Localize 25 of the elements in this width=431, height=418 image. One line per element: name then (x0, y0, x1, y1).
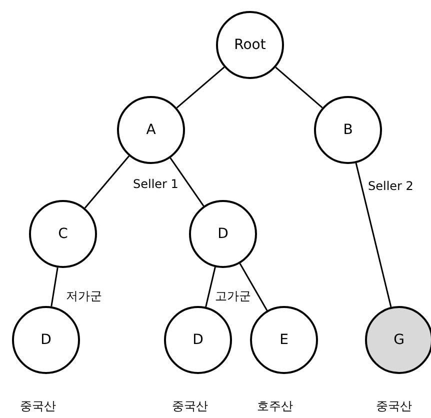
tree-node-circle: E (250, 306, 318, 374)
connector-line (275, 66, 323, 108)
connector-line (84, 155, 130, 209)
connector-line (170, 158, 204, 206)
node-caption: 호주산 (257, 398, 293, 415)
connector-line (239, 263, 268, 311)
connector-line (355, 162, 392, 308)
node-caption: 중국산 (172, 398, 208, 415)
node-caption: Seller 2 (368, 179, 414, 193)
node-caption: 중국산 (376, 398, 412, 415)
tree-node-circle: A (117, 96, 185, 164)
connector-line (50, 267, 58, 307)
tree-node-circle: D (12, 306, 80, 374)
tree-node-circle: B (314, 96, 382, 164)
node-caption: 중국산 (20, 398, 56, 415)
tree-node-circle: D (189, 200, 257, 268)
tree-node-circle: Root (216, 11, 284, 79)
connector-line (205, 266, 216, 308)
node-caption: Seller 1 (133, 177, 178, 191)
tree-node-circle: D (164, 306, 232, 374)
tree-node-circle: G (365, 306, 431, 374)
connector-line (176, 66, 225, 108)
group-label: 고가군 (215, 288, 251, 305)
tree-node-circle: C (29, 200, 97, 268)
group-label: 저가군 (66, 288, 102, 305)
